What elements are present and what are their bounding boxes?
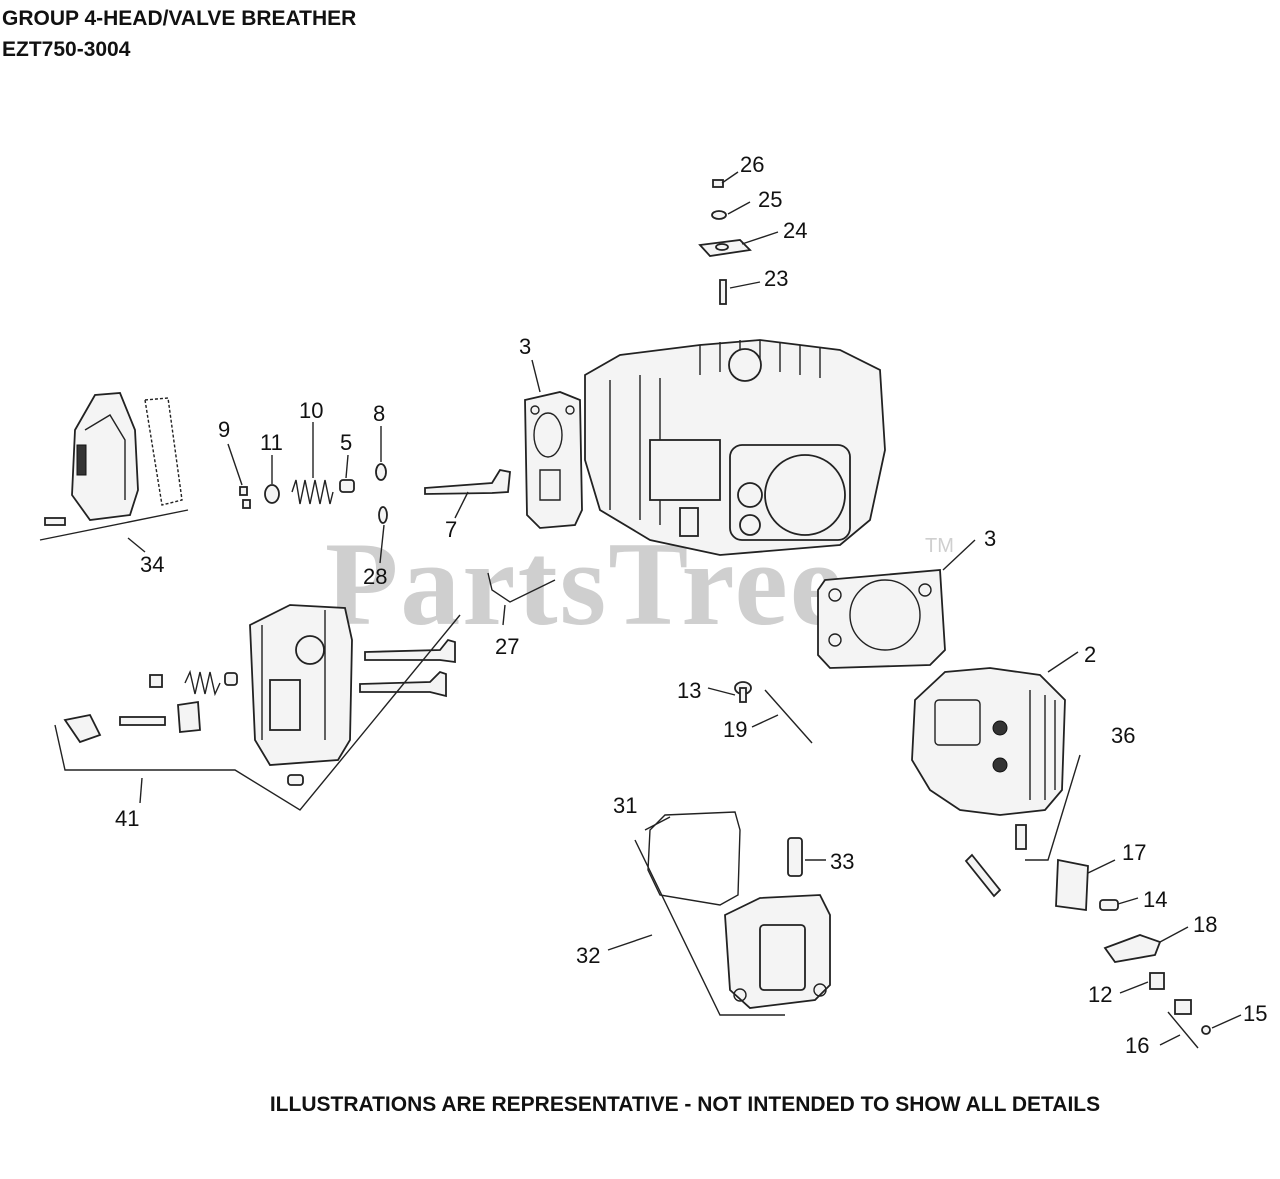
part-spring-retainer-11 xyxy=(264,484,280,504)
callout-24: 24 xyxy=(783,218,807,243)
part-stud-23 xyxy=(719,279,727,305)
part-cylinder-head-2 xyxy=(911,667,1066,816)
callout-labels: 26 25 24 23 3 3 10 8 9 11 5 7 34 28 27 2… xyxy=(115,152,1267,1058)
model-number: EZT750-3004 xyxy=(2,38,131,61)
callout-33: 33 xyxy=(830,849,854,874)
callout-13: 13 xyxy=(677,678,701,703)
part-head-assembly-41 xyxy=(54,604,461,811)
callout-26: 26 xyxy=(740,152,764,177)
part-pushrod-19 xyxy=(764,689,813,744)
callout-23: 23 xyxy=(764,266,788,291)
part-breather-tube-27 xyxy=(487,572,556,603)
part-head-gasket-right xyxy=(817,569,946,669)
part-washer-25 xyxy=(711,210,727,220)
callout-16: 16 xyxy=(1125,1033,1149,1058)
callout-12: 12 xyxy=(1088,982,1112,1007)
part-cylinder-block xyxy=(584,339,886,556)
part-nut-16 xyxy=(1174,999,1192,1015)
part-valve-cover-32 xyxy=(634,839,831,1016)
diagram-title: GROUP 4-HEAD/VALVE BREATHER xyxy=(2,7,357,30)
callout-8: 8 xyxy=(373,401,385,426)
callout-34: 34 xyxy=(140,552,164,577)
callout-32: 32 xyxy=(576,943,600,968)
callout-18: 18 xyxy=(1193,912,1217,937)
callout-3-lower: 3 xyxy=(984,526,996,551)
callout-14: 14 xyxy=(1143,887,1167,912)
callout-2: 2 xyxy=(1084,642,1096,667)
part-valve-7 xyxy=(424,468,511,495)
part-head-bolts-36 xyxy=(964,754,1081,898)
part-rocker-stud-14 xyxy=(1099,899,1119,911)
callout-28: 28 xyxy=(363,564,387,589)
callout-15: 15 xyxy=(1243,1001,1267,1026)
trademark-mark: TM xyxy=(925,535,954,557)
callout-31: 31 xyxy=(613,793,637,818)
callout-36: 36 xyxy=(1111,723,1135,748)
part-screw-15 xyxy=(1167,1011,1211,1049)
callout-5: 5 xyxy=(340,430,352,455)
part-pivot-12 xyxy=(1149,972,1165,990)
part-lifter-13 xyxy=(734,681,752,703)
part-valve-cover-gasket-31 xyxy=(647,811,741,906)
callout-10: 10 xyxy=(299,398,323,423)
part-breather-fitting-33 xyxy=(787,837,803,877)
callout-7: 7 xyxy=(445,517,457,542)
callout-11: 11 xyxy=(260,430,283,455)
part-valve-keepers-9 xyxy=(239,486,251,509)
part-valve-spring-10 xyxy=(291,479,334,505)
part-rocker-plate-17 xyxy=(1055,858,1089,912)
part-bracket-24 xyxy=(698,239,752,257)
part-washer-8 xyxy=(375,463,387,481)
callout-17: 17 xyxy=(1122,840,1146,865)
callout-25: 25 xyxy=(758,187,782,212)
part-head-gasket-left xyxy=(524,391,583,529)
part-valve-seal-5 xyxy=(339,479,355,493)
part-washer-28 xyxy=(378,506,388,524)
callout-19: 19 xyxy=(723,717,747,742)
part-breather-cover-34 xyxy=(39,392,189,541)
callout-41: 41 xyxy=(115,806,139,831)
part-rocker-arm-18 xyxy=(1103,934,1162,963)
leader-lines xyxy=(127,171,1242,1046)
callout-27: 27 xyxy=(495,634,519,659)
callout-9: 9 xyxy=(218,417,230,442)
callout-3-upper: 3 xyxy=(519,334,531,359)
disclaimer-note: ILLUSTRATIONS ARE REPRESENTATIVE - NOT I… xyxy=(269,1093,1101,1116)
part-nut-26 xyxy=(712,179,724,188)
